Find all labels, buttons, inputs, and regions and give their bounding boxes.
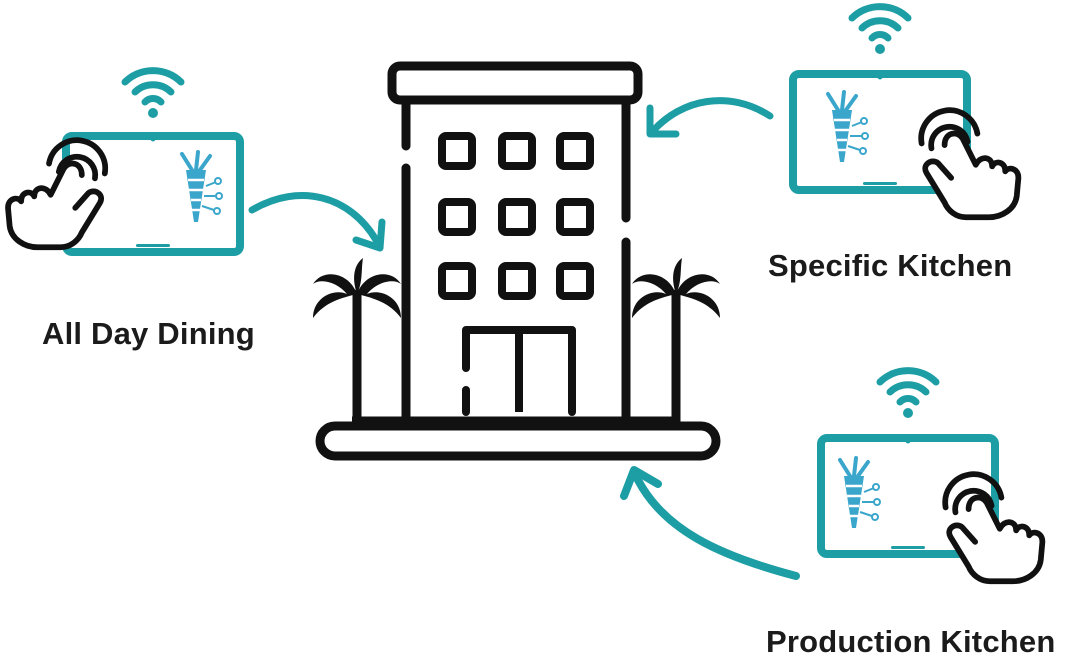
curved-arrow-icon-pk: [620, 466, 800, 580]
label-all-day-dining: All Day Dining: [42, 316, 255, 351]
wifi-icon: [880, 371, 936, 418]
label-specific-kitchen: Specific Kitchen: [768, 248, 1013, 283]
hotel-building-icon: [315, 61, 721, 461]
tablet-production-kitchen: [817, 371, 1042, 582]
curved-arrow-icon-adi: [248, 192, 386, 252]
palm-tree-icon-left: [313, 258, 401, 424]
tablet-all-day-dining: [8, 71, 244, 256]
wifi-icon: [125, 71, 181, 118]
curved-arrow-icon-sk: [646, 97, 774, 138]
wifi-icon: [852, 7, 908, 54]
palm-tree-icon-right: [632, 258, 720, 424]
label-production-kitchen: Production Kitchen: [766, 624, 1056, 659]
tablet-specific-kitchen: [789, 7, 1018, 218]
